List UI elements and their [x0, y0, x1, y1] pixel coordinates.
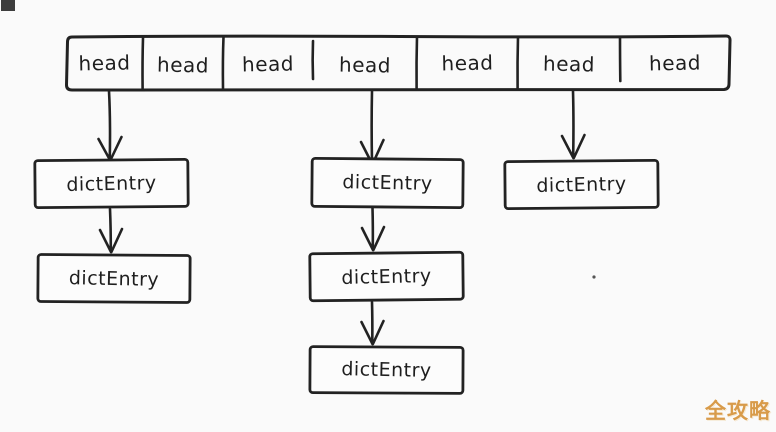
bucket-array-outline: [65, 34, 732, 92]
corner-mark: [1, 0, 15, 11]
arrow-bucket6-to-entry: [560, 89, 586, 160]
watermark-text: 全攻略: [705, 399, 771, 423]
arrow-bucket1-to-entry: [97, 89, 123, 162]
ink-dot: [592, 275, 596, 279]
arrow-bucket4-to-entry: [359, 89, 385, 166]
dict-entry-box: [503, 158, 660, 211]
arrow-entry-to-entry: [360, 206, 386, 252]
arrow-entry-to-entry: [98, 207, 124, 254]
dict-entry-box: [33, 157, 190, 210]
dict-entry-box: [36, 253, 192, 304]
arrow-entry-to-entry: [360, 300, 385, 346]
dict-entry-box: [308, 250, 465, 303]
dict-entry-box: [308, 345, 465, 395]
cell-divider: [221, 35, 225, 90]
dict-entry-box: [310, 156, 465, 210]
